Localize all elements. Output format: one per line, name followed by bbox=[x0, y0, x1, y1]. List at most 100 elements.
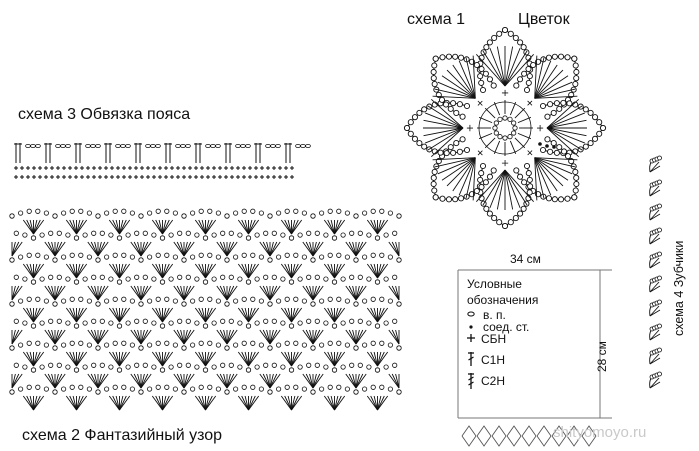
shell-stitch bbox=[33, 219, 45, 235]
petal-chain bbox=[452, 53, 459, 60]
petal-stitch bbox=[534, 157, 564, 187]
arch-chain bbox=[9, 389, 15, 395]
petal-stitch bbox=[546, 127, 587, 137]
petal-chain bbox=[439, 195, 446, 202]
arch-chain bbox=[314, 230, 320, 236]
shell-stitch bbox=[226, 329, 238, 345]
shell-stitch bbox=[162, 263, 167, 279]
shell-stitch bbox=[162, 263, 170, 279]
petal-chain bbox=[411, 114, 418, 121]
shell-stitch bbox=[194, 351, 206, 367]
shell-stitch bbox=[205, 263, 210, 279]
center-stitch bbox=[509, 101, 517, 116]
shell-stitch bbox=[26, 351, 34, 367]
shell-stitch bbox=[119, 219, 127, 235]
shell-stitch bbox=[330, 263, 335, 279]
tooth-stitch bbox=[649, 237, 661, 245]
belt-edging-diagram bbox=[14, 143, 311, 179]
arch-chain bbox=[22, 364, 28, 370]
arch-chain bbox=[69, 340, 75, 346]
scheme1-label: схема 1 bbox=[407, 11, 465, 28]
arch-chain bbox=[181, 345, 187, 351]
arch-chain bbox=[237, 364, 243, 370]
shell-stitch bbox=[377, 219, 382, 235]
arch-chain bbox=[310, 389, 316, 395]
petal-stitch bbox=[452, 64, 476, 99]
shell-stitch bbox=[183, 241, 192, 257]
arch-chain bbox=[379, 340, 385, 346]
petal-chain bbox=[521, 70, 528, 77]
shell-stitch bbox=[54, 285, 59, 301]
petal-chain bbox=[421, 106, 428, 113]
chain-oval bbox=[205, 143, 211, 148]
shell-stitch bbox=[54, 329, 63, 345]
arch-chain bbox=[168, 276, 174, 282]
arch-chain bbox=[121, 340, 127, 346]
shell-stitch bbox=[90, 285, 99, 301]
shell-stitch bbox=[176, 329, 185, 345]
arch-chain bbox=[198, 252, 204, 258]
shell-stitch bbox=[183, 241, 188, 257]
shell-stitch bbox=[330, 307, 335, 323]
arch-chain bbox=[293, 296, 299, 302]
shell-stitch bbox=[269, 329, 278, 345]
shell-stitch bbox=[302, 241, 314, 257]
petal-stitch bbox=[534, 81, 573, 99]
arch-chain bbox=[301, 210, 307, 216]
petal-chain bbox=[592, 135, 599, 142]
petal-chain bbox=[539, 146, 547, 154]
shell-stitch bbox=[352, 329, 357, 345]
shell-stitch bbox=[309, 285, 314, 301]
shell-stitch bbox=[388, 241, 400, 257]
shell-stitch bbox=[51, 329, 56, 345]
flower-petal: + bbox=[534, 99, 607, 157]
shell-stitch bbox=[162, 351, 167, 367]
petal-chain bbox=[551, 196, 558, 203]
petal-chain bbox=[459, 113, 466, 120]
petal-chain bbox=[431, 187, 438, 194]
arch-chain bbox=[361, 386, 368, 392]
arch-chain bbox=[220, 362, 226, 368]
shell-stitch bbox=[29, 263, 34, 279]
arch-chain bbox=[293, 252, 299, 258]
shell-stitch bbox=[76, 307, 81, 323]
petal-chain bbox=[439, 54, 446, 61]
petal-stitch bbox=[472, 157, 476, 201]
shell-stitch bbox=[183, 285, 195, 301]
shell-stitch bbox=[115, 219, 120, 235]
arch-chain bbox=[301, 386, 307, 392]
petal-chain bbox=[526, 189, 533, 196]
shell-stitch bbox=[377, 263, 389, 279]
arch-chain bbox=[314, 362, 320, 368]
arch-chain bbox=[104, 386, 110, 392]
petal-chain bbox=[523, 86, 531, 94]
arch-chain bbox=[327, 340, 333, 346]
petal-chain bbox=[407, 130, 414, 137]
petal-stitch bbox=[423, 127, 464, 137]
arch-chain bbox=[181, 213, 187, 219]
arch-chain bbox=[60, 298, 67, 304]
arch-chain bbox=[194, 232, 200, 238]
shell-stitch bbox=[76, 307, 84, 323]
shell-stitch bbox=[176, 285, 185, 301]
arch-chain bbox=[263, 318, 269, 324]
shell-stitch bbox=[76, 219, 84, 235]
shell-stitch bbox=[226, 241, 238, 257]
petal-chain bbox=[442, 101, 450, 108]
shell-stitch bbox=[280, 219, 292, 235]
shell-stitch bbox=[33, 263, 41, 279]
arch-chain bbox=[108, 276, 114, 282]
shell-stitch bbox=[269, 329, 281, 345]
petal-stitch bbox=[489, 169, 506, 209]
arch-chain bbox=[383, 232, 389, 238]
arch-chain bbox=[164, 340, 170, 346]
shell-stitch bbox=[119, 263, 127, 279]
chain-oval bbox=[295, 143, 301, 148]
arch-chain bbox=[78, 296, 84, 302]
arch-chain bbox=[159, 235, 166, 241]
arch-chain bbox=[155, 208, 161, 214]
arch-chain bbox=[323, 320, 329, 326]
arch-chain bbox=[181, 301, 187, 307]
shell-stitch bbox=[248, 263, 253, 279]
shell-stitch bbox=[69, 263, 77, 279]
